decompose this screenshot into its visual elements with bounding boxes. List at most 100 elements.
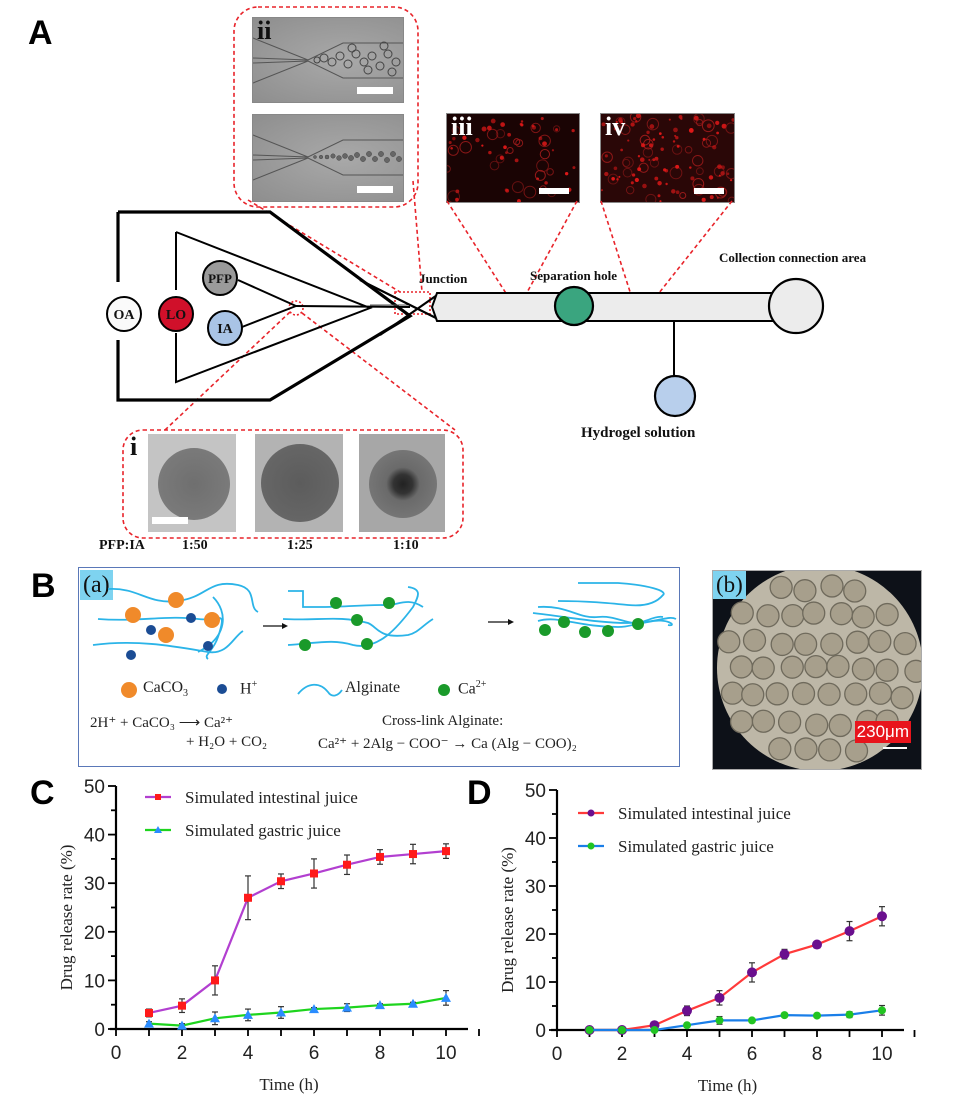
caco3-swatch <box>121 682 137 698</box>
legend-label-1: Simulated gastric juice <box>185 821 341 840</box>
legend-label-0: Simulated intestinal juice <box>618 804 791 823</box>
fluorescent-droplet <box>673 127 678 133</box>
fluorescent-droplet <box>692 155 704 167</box>
fluorescent-droplet <box>516 199 521 202</box>
fluorescent-droplet <box>604 154 608 158</box>
fluorescence-image <box>447 116 576 202</box>
data-point <box>178 1001 186 1010</box>
series-line-0 <box>589 915 883 1032</box>
hydrogel-bead <box>765 682 789 706</box>
hydrogel-bead <box>777 710 802 734</box>
scale-bar <box>694 188 724 194</box>
inset-label-i: i <box>130 432 138 461</box>
fluorescent-droplet <box>661 135 665 139</box>
fluorescent-droplet <box>572 166 576 170</box>
legend-alginate: Alginate <box>345 679 401 696</box>
fluorescent-droplet <box>639 157 645 163</box>
fluorescent-droplet <box>631 173 636 177</box>
data-point <box>585 1026 594 1034</box>
data-point <box>844 926 855 937</box>
data-point <box>747 967 757 978</box>
x-tick-label: 4 <box>682 1044 693 1065</box>
fluorescent-droplet <box>688 128 694 133</box>
inlet-label-oa: OA <box>114 308 136 323</box>
panel-label-d: D <box>467 774 492 812</box>
y-tick-label: 50 <box>525 781 546 802</box>
fluorescent-droplet <box>701 119 715 133</box>
fluorescent-droplet <box>618 117 623 123</box>
scale-bar <box>883 747 907 749</box>
fluorescent-droplet <box>727 196 734 202</box>
fluorescent-droplet <box>451 125 461 135</box>
y-tick-label: 30 <box>525 877 546 898</box>
fluorescent-droplet <box>536 159 549 173</box>
scale-bar <box>539 188 569 194</box>
panel-label-c: C <box>30 774 55 812</box>
channel-flow-image <box>253 134 403 181</box>
data-point <box>714 992 725 1003</box>
fluorescent-droplet <box>544 181 548 185</box>
subpanel-tag-b: (b) <box>713 571 746 599</box>
scale-bar <box>357 87 393 94</box>
caco3-particles <box>125 592 220 643</box>
fluorescent-droplet <box>716 131 719 135</box>
fluorescent-droplet <box>511 181 524 194</box>
inlet-pfp <box>202 260 238 296</box>
data-point <box>243 1009 253 1019</box>
y-tick-label: 20 <box>525 925 546 946</box>
data-point <box>177 1020 187 1030</box>
hydrogel-bead <box>890 686 914 710</box>
fluorescent-droplet <box>635 120 638 123</box>
y-tick-label: 0 <box>94 1020 105 1041</box>
ca-ions <box>299 597 644 651</box>
legend-caco3: CaCO3 <box>143 679 188 700</box>
series-line-0 <box>148 850 447 1015</box>
fluorescent-droplet <box>645 193 657 202</box>
fluorescent-droplet <box>452 136 456 141</box>
hydrogel-bead <box>729 710 754 734</box>
y-axis-title: Drug release rate (%) <box>498 847 517 993</box>
fluorescent-droplet <box>530 122 541 134</box>
data-point <box>683 1021 691 1030</box>
data-point <box>276 1007 286 1017</box>
fluorescent-droplet <box>564 171 569 176</box>
channel-flow-image <box>253 37 403 84</box>
fluorescent-droplet <box>481 144 484 147</box>
micrograph-i-1 <box>148 434 236 532</box>
fluorescent-droplet <box>542 141 547 147</box>
fluorescent-droplet <box>709 195 714 200</box>
inner-channel <box>175 231 373 384</box>
fluorescent-droplet <box>635 114 641 119</box>
fluorescent-droplet <box>648 143 653 148</box>
hydrogel-bead <box>751 656 775 680</box>
h-plus-ions <box>126 613 213 660</box>
data-point <box>376 852 384 861</box>
data-point <box>442 847 450 856</box>
fluorescent-droplet <box>551 149 555 152</box>
hydrogel-bead <box>793 579 817 603</box>
legend-marker <box>587 842 595 850</box>
hydrogel-bead <box>844 682 868 706</box>
fluorescent-droplet <box>447 165 451 173</box>
fluorescent-droplet <box>462 135 467 140</box>
hydrogel-bead <box>829 602 854 626</box>
ca-swatch <box>438 684 450 696</box>
fluorescent-droplet <box>657 194 661 198</box>
fluorescent-droplet <box>495 154 505 164</box>
fluorescent-droplet <box>531 125 536 130</box>
data-point <box>211 976 219 985</box>
fluorescent-droplet <box>680 117 683 120</box>
fluorescent-droplet <box>489 160 500 171</box>
fluorescent-droplet <box>534 169 546 181</box>
fluorescent-droplet <box>601 122 606 127</box>
fluorescent-droplet <box>604 171 609 177</box>
x-tick-label: 2 <box>617 1044 628 1065</box>
fluorescent-droplet <box>490 118 496 124</box>
data-point <box>343 860 351 869</box>
hydrogel-bead <box>845 630 870 654</box>
x-tick-label: 6 <box>747 1044 758 1065</box>
x-axis-title: Time (h) <box>698 1076 757 1095</box>
x-tick-label: 10 <box>871 1044 892 1065</box>
y-tick-label: 0 <box>535 1021 546 1042</box>
legend-ca: Ca2+ <box>458 679 487 698</box>
